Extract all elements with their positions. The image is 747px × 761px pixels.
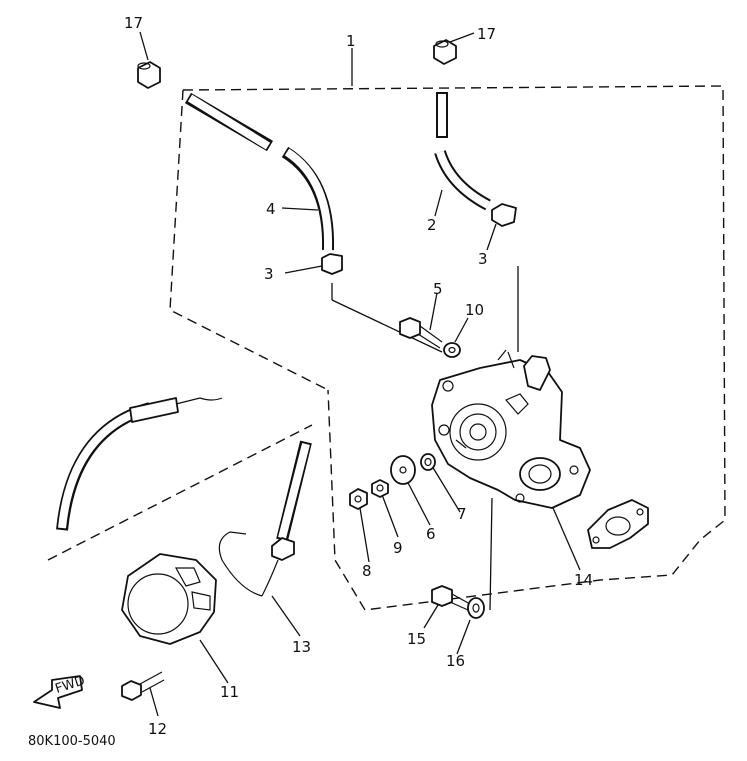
washer-10 [443,342,461,358]
clamp-3-left [321,253,343,275]
callout-3b: 3 [478,250,488,268]
hose-2 [434,92,491,211]
fwd-arrow-icon: FWD [33,673,87,709]
washer-7 [420,453,436,471]
cover-11 [121,553,217,645]
cable-13 [218,440,312,597]
callout-16: 16 [446,652,465,670]
callout-7: 7 [457,505,467,523]
bolt-12 [121,671,165,701]
callout-12: 12 [148,720,167,738]
pump-body [431,349,591,509]
callout-9: 9 [393,539,403,557]
callout-17b: 17 [477,25,496,43]
leader-lines [139,31,581,717]
clamp-3-right [491,203,517,227]
diagram-code: 80K100-5040 [28,734,116,749]
callout-3a: 3 [264,265,274,283]
callout-2: 2 [427,216,437,234]
bolt-15 [431,585,471,611]
callouts: 17 17 1 4 3 2 3 5 10 7 6 9 8 14 15 16 13… [124,14,593,738]
callout-6: 6 [426,525,436,543]
washer-16 [467,597,485,619]
callout-5: 5 [433,280,443,298]
collar-17-left [137,61,161,89]
callout-15: 15 [407,630,426,648]
callout-17a: 17 [124,14,143,32]
callout-1: 1 [346,32,356,50]
callout-8: 8 [362,562,372,580]
callout-10: 10 [465,301,484,319]
nut-8 [349,488,368,510]
collar-17-right [433,39,457,65]
bolt-5 [399,317,443,349]
cable-upper [56,397,223,531]
callout-14: 14 [574,571,593,589]
callout-11: 11 [220,683,239,701]
callout-13: 13 [292,638,311,656]
callout-4: 4 [266,200,276,218]
plate-6 [390,455,416,485]
gasket-14 [587,499,649,549]
hose-4 [184,92,335,251]
nut-9 [371,479,389,498]
assembly-boundary [47,48,726,611]
